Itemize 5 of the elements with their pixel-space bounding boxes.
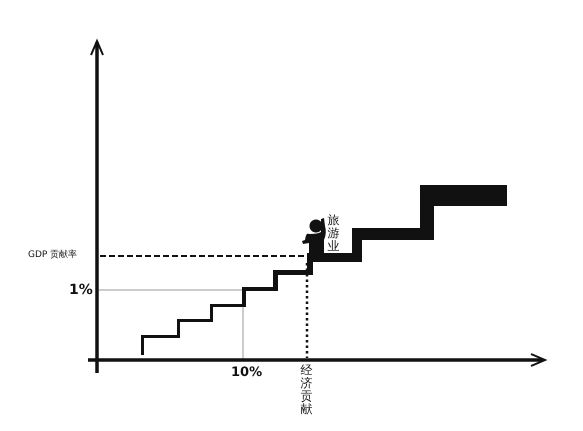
tick-label: 1% [69, 283, 93, 297]
axis-label: 经济贡献 [300, 364, 313, 416]
axis-label: GDP 贡献率 [28, 251, 78, 260]
figure-label: 旅游业 [327, 214, 340, 253]
tick-label: 10% [231, 366, 262, 379]
